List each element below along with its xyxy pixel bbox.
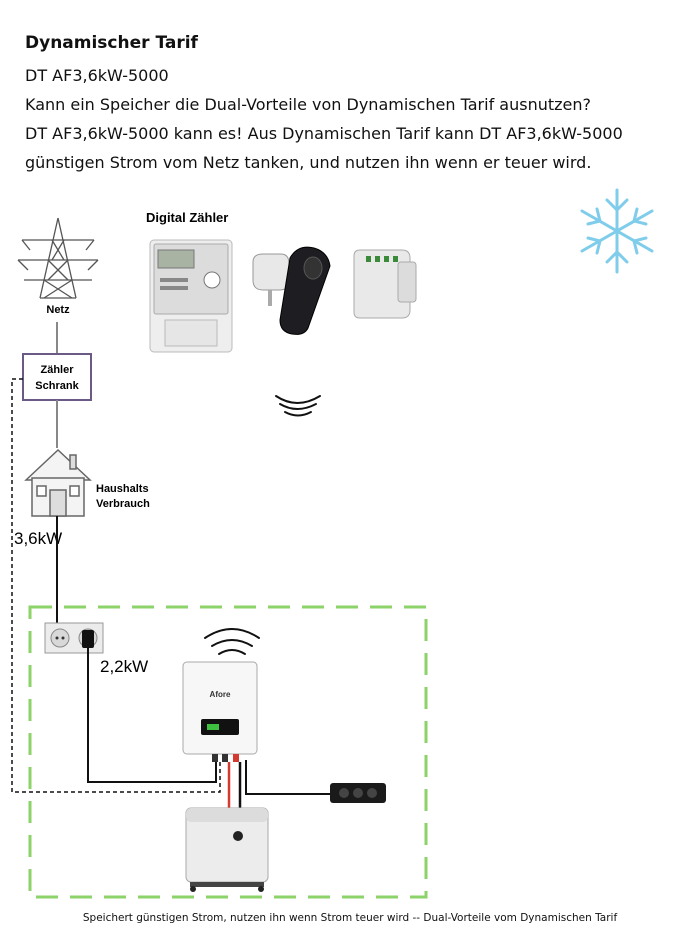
inverter-wifi-icon — [204, 628, 260, 655]
ac-cable — [87, 648, 217, 783]
wall-socket-icon — [44, 622, 104, 654]
power-strip-icon — [330, 783, 386, 803]
dashed-meter-link — [11, 378, 221, 793]
model-name: DT AF3,6kW-5000 — [25, 66, 169, 85]
house-label-2: Verbrauch — [96, 498, 150, 510]
cabinet-label-1: Zähler — [40, 364, 74, 376]
page-title: Dynamischer Tarif — [25, 33, 198, 53]
digital-meter-icon — [149, 239, 233, 353]
smart-plug-icon — [252, 246, 331, 335]
house-power-label: 3,6kW — [14, 529, 62, 548]
wireless-signal-icon — [275, 395, 321, 417]
relay-module-icon — [353, 249, 417, 319]
answer-line-2: günstigen Strom vom Netz tanken, und nut… — [25, 153, 592, 172]
strip-cable — [245, 760, 330, 795]
snowflake-icon — [580, 188, 654, 274]
grid-label: Netz — [46, 304, 70, 316]
caption: Speichert günstigen Strom, nutzen ihn we… — [82, 912, 618, 924]
storage-system-frame — [28, 605, 428, 899]
power-tower-icon — [17, 217, 99, 299]
answer-line-1: DT AF3,6kW-5000 kann es! Aus Dynamischen… — [25, 124, 623, 143]
inverter-icon — [182, 661, 258, 762]
cabinet-label-2: Schrank — [35, 380, 79, 392]
meter-cabinet — [22, 353, 92, 401]
meter-label: Digital Zähler — [146, 210, 228, 225]
house-label-1: Haushalts — [96, 483, 149, 495]
socket-power-label: 2,2kW — [100, 657, 148, 676]
battery-icon — [185, 807, 269, 892]
inverter-brand: Afore — [210, 690, 231, 699]
question-text: Kann ein Speicher die Dual-Vorteile von … — [25, 95, 592, 114]
house-icon — [24, 448, 92, 517]
